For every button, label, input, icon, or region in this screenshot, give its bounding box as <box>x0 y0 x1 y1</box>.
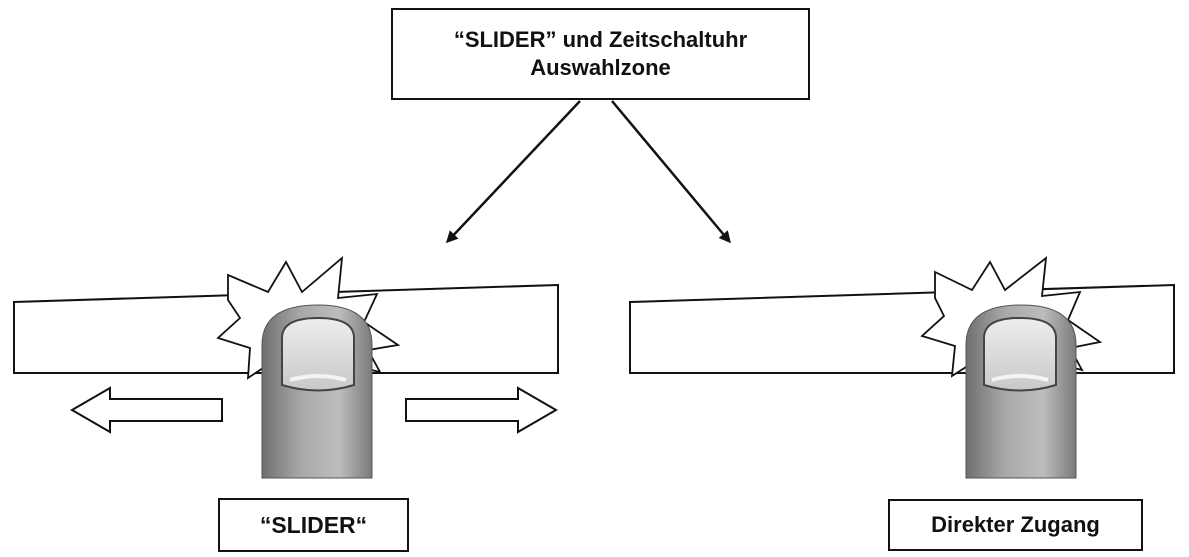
slider-panel <box>13 255 559 479</box>
arrow-to-direct-access <box>611 100 731 244</box>
finger-icon <box>261 304 373 479</box>
arrow-to-slider <box>445 100 581 244</box>
slider-label: “SLIDER“ <box>218 498 409 552</box>
touch-strip-right <box>629 283 1175 374</box>
finger-icon <box>965 304 1077 479</box>
arrow-left-icon <box>70 386 223 434</box>
selection-zone-label-line1: “SLIDER” und Zeitschaltuhr <box>453 27 748 52</box>
direct-access-label: Direkter Zugang <box>888 499 1143 551</box>
selection-zone-label-line2: Auswahlzone <box>530 55 671 80</box>
arrow-right-icon <box>405 386 558 434</box>
direct-access-panel <box>629 255 1175 479</box>
selection-zone-label: “SLIDER” und Zeitschaltuhr Auswahlzone <box>391 8 810 100</box>
